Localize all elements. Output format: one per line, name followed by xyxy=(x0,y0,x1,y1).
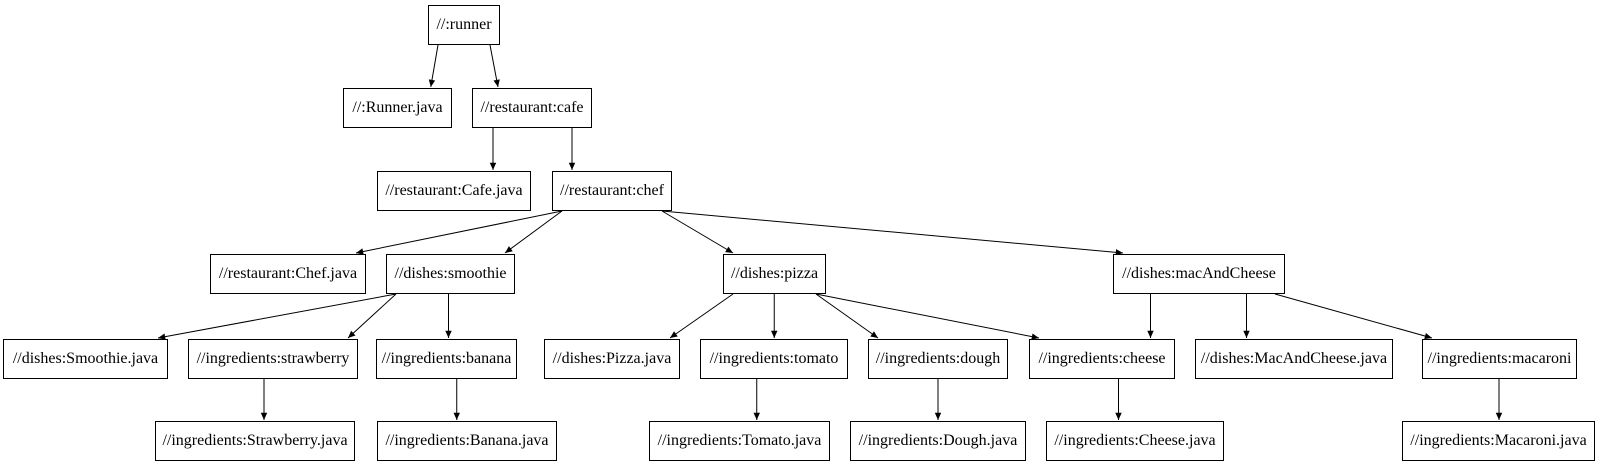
graph-node-strawberry-java: //ingredients:Strawberry.java xyxy=(155,421,355,461)
graph-node-mac-and-cheese-java: //dishes:MacAndCheese.java xyxy=(1195,339,1393,379)
graph-node-label: //ingredients:dough xyxy=(875,350,1001,367)
edge-runner-runner-java xyxy=(428,44,439,88)
edge-mac-and-cheese-macaroni xyxy=(1274,293,1433,340)
edge-chef-pizza xyxy=(661,210,734,254)
graph-node-strawberry: //ingredients:strawberry xyxy=(188,339,358,379)
graph-node-label: //restaurant:Cafe.java xyxy=(385,182,523,199)
edge-pizza-cheese xyxy=(815,293,1040,340)
graph-node-runner-java: //:Runner.java xyxy=(343,88,452,128)
graph-node-label: //ingredients:banana xyxy=(381,350,512,367)
edge-smoothie-strawberry xyxy=(347,293,397,339)
graph-node-label: //ingredients:Macaroni.java xyxy=(1410,432,1587,449)
graph-node-label: //restaurant:chef xyxy=(560,182,664,199)
graph-node-label: //ingredients:strawberry xyxy=(196,350,350,367)
graph-node-label: //dishes:pizza xyxy=(730,265,819,282)
graph-node-cheese-java: //ingredients:Cheese.java xyxy=(1046,421,1224,461)
graph-node-cafe-java: //restaurant:Cafe.java xyxy=(377,171,531,211)
graph-node-banana-java: //ingredients:Banana.java xyxy=(377,421,557,461)
graph-node-chef: //restaurant:chef xyxy=(552,171,672,211)
graph-node-label: //restaurant:cafe xyxy=(480,99,584,116)
graph-node-label: //restaurant:Chef.java xyxy=(218,265,358,282)
graph-node-label: //ingredients:Cheese.java xyxy=(1054,432,1216,449)
graph-node-label: //ingredients:Banana.java xyxy=(385,432,549,449)
graph-node-label: //:runner xyxy=(436,16,492,33)
graph-node-label: //dishes:MacAndCheese.java xyxy=(1200,350,1388,367)
graph-node-label: //ingredients:macaroni xyxy=(1427,350,1572,367)
graph-node-label: //ingredients:Strawberry.java xyxy=(162,432,348,449)
graph-node-label: //ingredients:Dough.java xyxy=(858,432,1018,449)
graph-node-label: //ingredients:Tomato.java xyxy=(657,432,822,449)
graph-node-tomato-java: //ingredients:Tomato.java xyxy=(649,421,830,461)
edge-runner-cafe xyxy=(489,44,500,88)
graph-node-smoothie: //dishes:smoothie xyxy=(386,254,515,294)
graph-node-cafe: //restaurant:cafe xyxy=(472,88,592,128)
graph-node-label: //dishes:Pizza.java xyxy=(552,350,672,367)
edge-chef-smoothie xyxy=(504,210,563,254)
edge-smoothie-smoothie-java xyxy=(157,293,397,340)
graph-node-macaroni: //ingredients:macaroni xyxy=(1422,339,1577,379)
graph-node-dough: //ingredients:dough xyxy=(868,339,1008,379)
graph-node-macaroni-java: //ingredients:Macaroni.java xyxy=(1402,421,1595,461)
edge-chef-mac-and-cheese xyxy=(661,210,1124,256)
graph-node-chef-java: //restaurant:Chef.java xyxy=(210,254,366,294)
edge-pizza-dough xyxy=(815,293,879,339)
graph-node-label: //ingredients:cheese xyxy=(1038,350,1166,367)
graph-node-label: //dishes:smoothie xyxy=(394,265,507,282)
edge-chef-chef-java xyxy=(355,210,563,255)
graph-node-tomato: //ingredients:tomato xyxy=(700,339,848,379)
graph-node-mac-and-cheese: //dishes:macAndCheese xyxy=(1113,254,1285,294)
graph-node-label: //:Runner.java xyxy=(352,99,443,116)
graph-node-pizza-java: //dishes:Pizza.java xyxy=(544,339,680,379)
graph-node-dough-java: //ingredients:Dough.java xyxy=(850,421,1026,461)
edge-pizza-pizza-java xyxy=(669,293,734,339)
graph-node-runner: //:runner xyxy=(428,5,500,45)
graph-node-banana: //ingredients:banana xyxy=(376,339,517,379)
graph-node-pizza: //dishes:pizza xyxy=(723,254,826,294)
graph-node-smoothie-java: //dishes:Smoothie.java xyxy=(3,339,168,379)
graph-node-label: //dishes:macAndCheese xyxy=(1122,265,1276,282)
graph-node-label: //ingredients:tomato xyxy=(709,350,839,367)
graph-node-label: //dishes:Smoothie.java xyxy=(12,350,159,367)
graph-node-cheese: //ingredients:cheese xyxy=(1029,339,1175,379)
